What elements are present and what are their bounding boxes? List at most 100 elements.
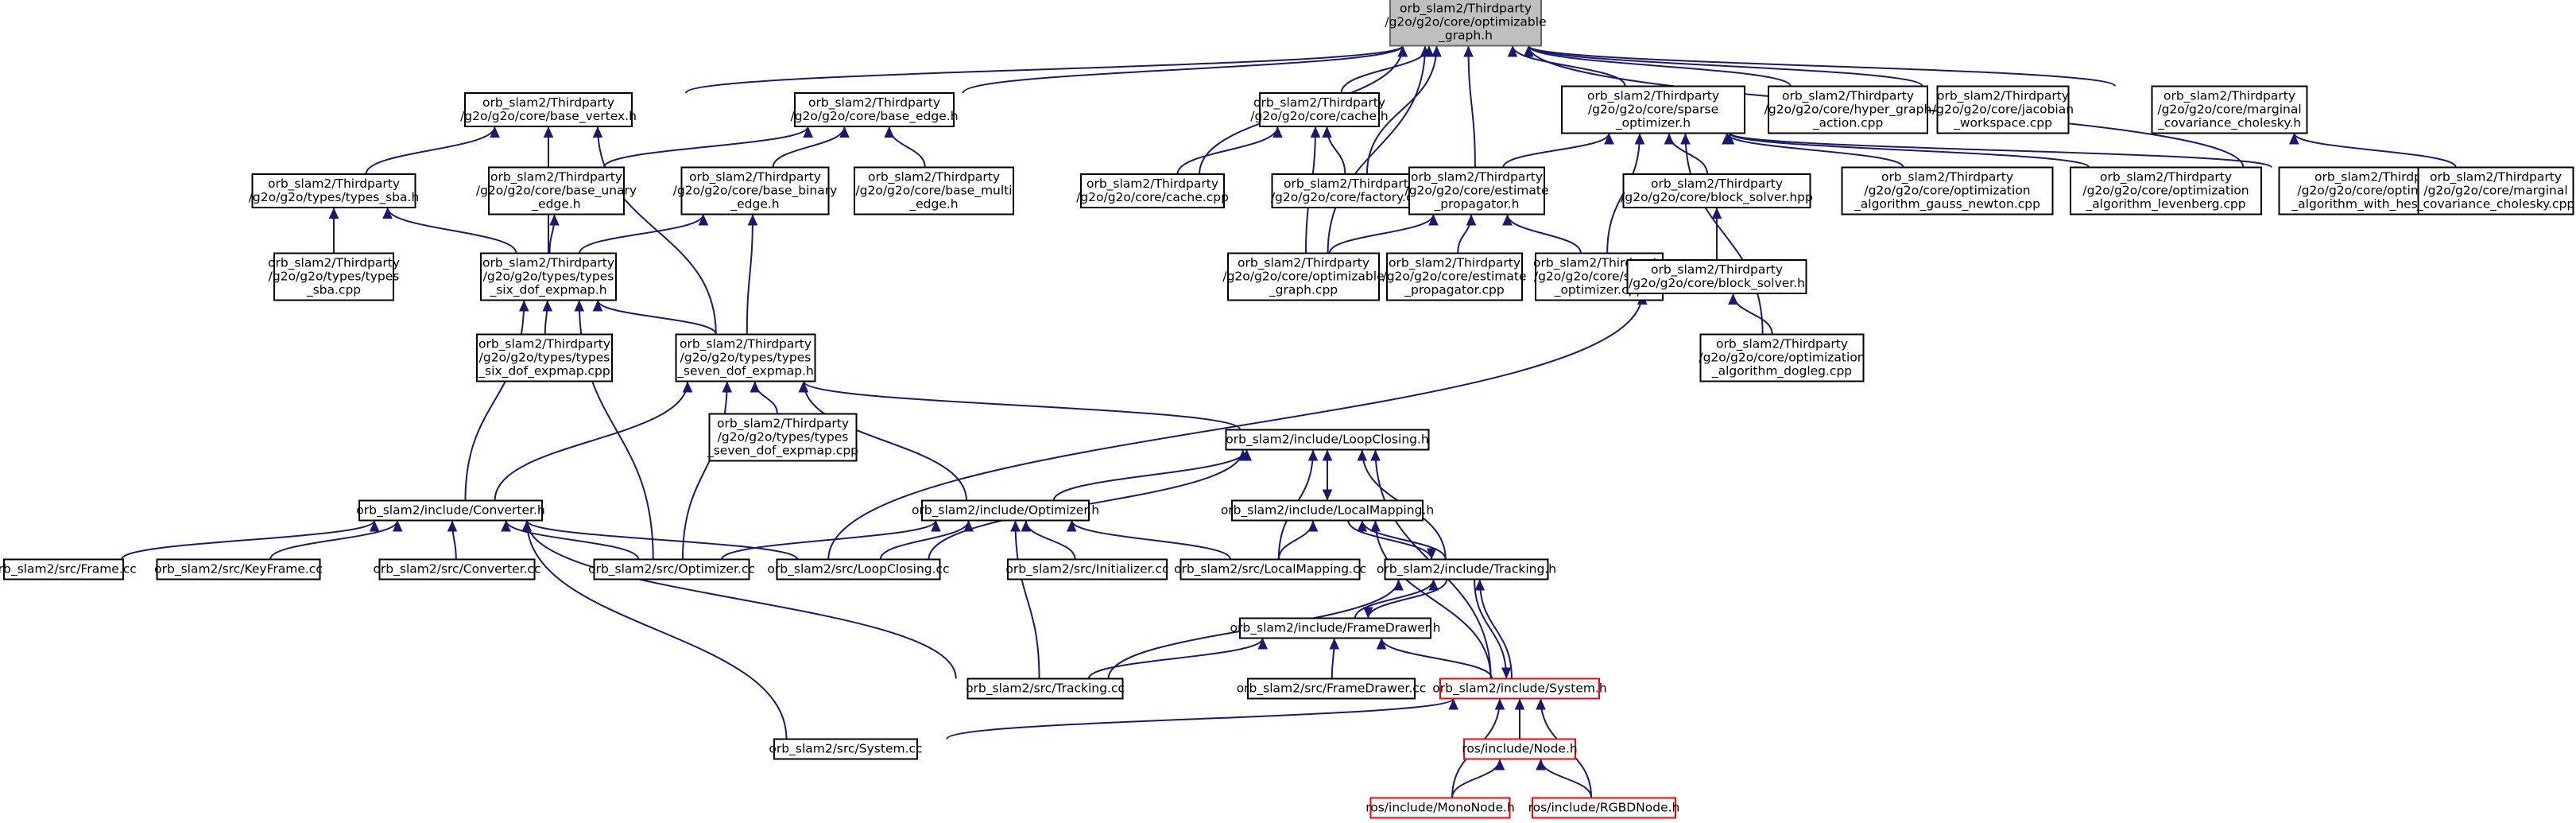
node-seven-dof-h[interactable]: orb_slam2/Thirdparty/g2o/g2o/types/types… bbox=[675, 333, 816, 382]
node-localmapping-cc[interactable]: orb_slam2/src/LocalMapping.cc bbox=[1174, 558, 1366, 580]
node-box bbox=[1225, 429, 1430, 451]
node-box bbox=[1532, 797, 1676, 819]
node-converter-cc[interactable]: orb_slam2/src/Converter.cc bbox=[373, 558, 541, 580]
node-localmapping-h[interactable]: orb_slam2/include/LocalMapping.h bbox=[1221, 499, 1434, 522]
node-block-solver-hpp[interactable]: orb_slam2/Thirdparty/g2o/g2o/core/block_… bbox=[1621, 173, 1813, 208]
node-box bbox=[1369, 797, 1511, 819]
node-box bbox=[464, 92, 633, 127]
node-keyframe-cc[interactable]: orb_slam2/src/KeyFrame.cc bbox=[154, 558, 323, 580]
node-framedrawer-h[interactable]: orb_slam2/include/FrameDrawer.h bbox=[1230, 617, 1441, 639]
node-base-edge-h[interactable]: orb_slam2/Thirdparty/g2o/g2o/core/base_e… bbox=[790, 92, 959, 127]
node-gauss-newton-cpp[interactable]: orb_slam2/Thirdparty/g2o/g2o/core/optimi… bbox=[1841, 166, 2054, 215]
node-optimizer-cc[interactable]: orb_slam2/src/Optimizer.cc bbox=[588, 558, 755, 580]
node-box bbox=[1936, 85, 2070, 134]
edge-frame_cc-to-converter_h bbox=[121, 520, 380, 560]
node-types-sba-h[interactable]: orb_slam2/Thirdparty/g2o/g2o/types/types… bbox=[249, 173, 420, 208]
node-label: orb_slam2/Thirdparty bbox=[1238, 256, 1369, 271]
node-loopclosing-h[interactable]: orb_slam2/include/LoopClosing.h bbox=[1225, 429, 1430, 451]
node-label: /g2o/g2o/types/types bbox=[680, 351, 812, 365]
node-levenberg-cpp[interactable]: orb_slam2/Thirdparty/g2o/g2o/core/optimi… bbox=[2070, 166, 2262, 215]
node-marginal-h[interactable]: orb_slam2/Thirdparty/g2o/g2o/core/margin… bbox=[2151, 85, 2308, 134]
node-base-unary-h[interactable]: orb_slam2/Thirdparty/g2o/g2o/core/base_u… bbox=[476, 166, 637, 215]
node-dogleg-cpp[interactable]: orb_slam2/Thirdparty/g2o/g2o/core/optimi… bbox=[1699, 333, 1865, 382]
edge-marginal_h-to-optgraph_h bbox=[1524, 45, 2116, 87]
node-system-cc[interactable]: orb_slam2/src/System.cc bbox=[769, 738, 923, 760]
edge-loopclosing_cc-to-optimizer_h bbox=[879, 520, 974, 560]
node-label: orb_slam2/src/System.cc bbox=[769, 742, 922, 757]
node-types-sba-cpp[interactable]: orb_slam2/Thirdparty/g2o/g2o/types/types… bbox=[268, 252, 400, 301]
node-optgraph-cpp[interactable]: orb_slam2/Thirdparty/g2o/g2o/core/optimi… bbox=[1222, 252, 1385, 301]
node-marginal-cpp[interactable]: orb_slam2/Thirdparty/g2o/g2o/core/margin… bbox=[2416, 166, 2575, 215]
node-label: orb_slam2/Thirdparty bbox=[482, 95, 614, 111]
node-estprop-cpp[interactable]: orb_slam2/Thirdparty/g2o/g2o/core/estima… bbox=[1382, 252, 1527, 301]
node-label: orb_slam2/include/LocalMapping.h bbox=[1221, 503, 1434, 518]
node-framedrawer-cc[interactable]: orb_slam2/src/FrameDrawer.cc bbox=[1237, 677, 1427, 700]
node-hyper-graph-action-cpp[interactable]: orb_slam2/Thirdparty/g2o/g2o/core/hyper_… bbox=[1764, 85, 1932, 134]
node-box bbox=[1271, 173, 1428, 208]
node-label: /g2o/g2o/core/block_solver.h bbox=[1629, 276, 1805, 291]
node-six-dof-h[interactable]: orb_slam2/Thirdparty/g2o/g2o/types/types… bbox=[480, 252, 617, 301]
node-mononode-h[interactable]: ros/include/MonoNode.h bbox=[1365, 797, 1515, 819]
node-rgbdnode-h[interactable]: ros/include/RGBDNode.h bbox=[1528, 797, 1680, 819]
node-label: /g2o/g2o/core/factory.cpp bbox=[1271, 190, 1428, 204]
node-sparse-opt-h[interactable]: orb_slam2/Thirdparty/g2o/g2o/core/sparse… bbox=[1561, 85, 1745, 134]
node-converter-h[interactable]: orb_slam2/include/Converter.h bbox=[356, 499, 545, 522]
node-label: /g2o/g2o/core/optimizable bbox=[1222, 270, 1384, 284]
node-base-multi-h[interactable]: orb_slam2/Thirdparty/g2o/g2o/core/base_m… bbox=[854, 166, 1014, 215]
node-label: /g2o/g2o/types/types bbox=[483, 270, 614, 284]
edge-levenberg_cpp-to-sparse_opt_h bbox=[1724, 132, 2090, 169]
node-label: orb_slam2/Thirdparty bbox=[717, 417, 849, 432]
node-box bbox=[480, 252, 617, 301]
node-label: _propagator.cpp bbox=[1404, 283, 1504, 298]
node-cache-cpp[interactable]: orb_slam2/Thirdparty/g2o/g2o/core/cache.… bbox=[1076, 173, 1229, 208]
node-base-vertex-h[interactable]: orb_slam2/Thirdparty/g2o/g2o/core/base_v… bbox=[460, 92, 637, 127]
node-label: /g2o/g2o/core/marginal bbox=[2157, 103, 2301, 117]
node-label: orb_slam2/Thirdparty bbox=[268, 256, 400, 271]
node-base-binary-h[interactable]: orb_slam2/Thirdparty/g2o/g2o/core/base_b… bbox=[673, 166, 838, 215]
node-block-solver-h[interactable]: orb_slam2/Thirdparty/g2o/g2o/core/block_… bbox=[1626, 259, 1807, 294]
edge-framedrawer_cc-to-framedrawer_h bbox=[1329, 638, 1340, 679]
node-cache-h[interactable]: orb_slam2/Thirdparty/g2o/g2o/core/cache.… bbox=[1250, 92, 1389, 127]
node-label: orb_slam2/Thirdparty bbox=[1651, 177, 1783, 192]
edge-types_sba_h-to-base_vertex_h bbox=[365, 126, 500, 175]
node-box bbox=[1622, 173, 1811, 208]
edge-base_binary_h-to-base_edge_h bbox=[772, 126, 850, 168]
node-box bbox=[1408, 166, 1545, 215]
node-label: /g2o/g2o/core/jacobian bbox=[1932, 103, 2074, 117]
edge-base_unary_h-to-base_edge_h bbox=[603, 126, 813, 168]
node-label: _seven_dof_expmap.h bbox=[676, 364, 814, 379]
node-jacobian-cpp[interactable]: orb_slam2/Thirdparty/g2o/g2o/core/jacobi… bbox=[1932, 85, 2074, 134]
node-label: ros/include/MonoNode.h bbox=[1365, 801, 1515, 815]
node-initializer-cc[interactable]: orb_slam2/src/Initializer.cc bbox=[1005, 558, 1169, 580]
edge-sparse_opt_cpp-to-estprop_h bbox=[1502, 214, 1582, 254]
node-seven-dof-cpp[interactable]: orb_slam2/Thirdparty/g2o/g2o/types/types… bbox=[707, 413, 858, 462]
edge-block_solver_hpp-to-sparse_opt_h bbox=[1664, 133, 1708, 175]
node-factory-cpp[interactable]: orb_slam2/Thirdparty/g2o/g2o/core/factor… bbox=[1271, 173, 1428, 208]
edge-hyper_graph_action_cpp-to-optgraph_h bbox=[1524, 45, 1792, 87]
node-optgraph-h[interactable]: orb_slam2/Thirdparty/g2o/g2o/core/optimi… bbox=[1385, 0, 1547, 47]
node-label: orb_slam2/src/Converter.cc bbox=[373, 562, 540, 577]
node-label: _covariance_cholesky.h bbox=[2157, 116, 2301, 131]
node-loopclosing-cc[interactable]: orb_slam2/src/LoopClosing.cc bbox=[767, 558, 950, 580]
node-tracking-h[interactable]: orb_slam2/include/Tracking.h bbox=[1377, 558, 1556, 580]
node-label: ros/include/Node.h bbox=[1462, 742, 1577, 756]
edge-optimizer_cc-to-block_solver_h bbox=[827, 293, 1648, 560]
node-label: orb_slam2/Thirdparty bbox=[1087, 177, 1218, 192]
node-tracking-cc[interactable]: orb_slam2/src/Tracking.cc bbox=[966, 677, 1125, 700]
node-six-dof-cpp[interactable]: orb_slam2/Thirdparty/g2o/g2o/types/types… bbox=[476, 333, 613, 382]
node-label: orb_slam2/Thirdparty bbox=[2100, 170, 2232, 185]
edge-marginal_cpp-to-marginal_h bbox=[2289, 133, 2457, 168]
node-box bbox=[1439, 677, 1600, 700]
edge-tracking_h-to-system_h bbox=[1474, 579, 1512, 679]
node-estprop-h[interactable]: orb_slam2/Thirdparty/g2o/g2o/core/estima… bbox=[1404, 166, 1549, 215]
node-label: /g2o/g2o/types/types bbox=[479, 351, 610, 365]
node-optimizer-h[interactable]: orb_slam2/include/Optimizer.h bbox=[912, 499, 1099, 522]
node-node-h[interactable]: ros/include/Node.h bbox=[1462, 738, 1578, 760]
node-frame-cc[interactable]: orb_slam2/src/Frame.cc bbox=[0, 558, 137, 580]
edge-six_dof_h-to-base_unary_h bbox=[548, 214, 560, 254]
node-label: /g2o/g2o/core/estimate bbox=[1382, 270, 1526, 284]
node-system-h[interactable]: orb_slam2/include/System.h bbox=[1432, 677, 1607, 700]
node-label: orb_slam2/Thirdparty bbox=[1716, 337, 1848, 352]
node-box bbox=[1180, 558, 1361, 580]
node-label: orb_slam2/Thirdparty bbox=[1651, 262, 1783, 278]
